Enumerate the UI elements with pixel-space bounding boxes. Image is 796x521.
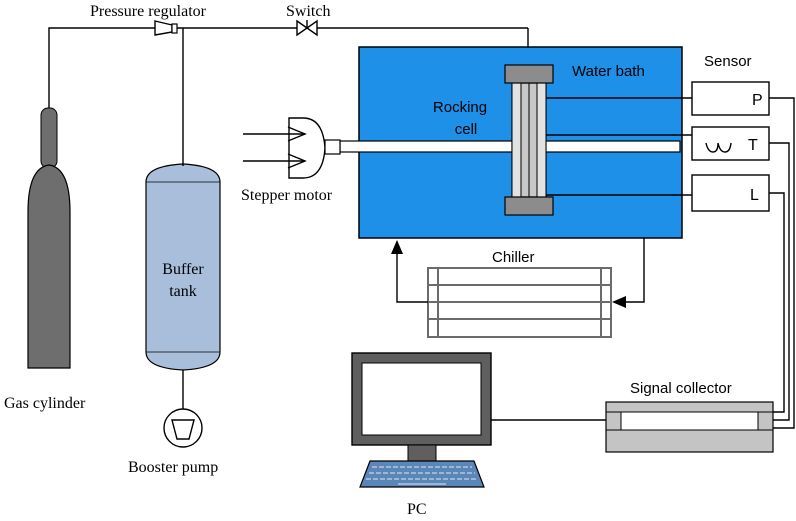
stepper-motor xyxy=(243,117,341,179)
buffer-tank-label-line1: Buffer xyxy=(162,261,204,278)
level-sensor xyxy=(691,174,770,212)
gas-cylinder-label: Gas cylinder xyxy=(4,395,86,412)
sensor-connections xyxy=(546,97,795,429)
switch-valve xyxy=(296,19,318,37)
cylinder-body xyxy=(27,164,71,369)
chiller xyxy=(427,267,612,338)
buffer-tank-label-line2: tank xyxy=(169,283,197,300)
chiller-loop xyxy=(391,238,645,308)
monitor-stand xyxy=(407,444,437,462)
rocking-shaft xyxy=(339,140,681,153)
switch-label: Switch xyxy=(286,3,330,20)
temperature-sensor-letter: T xyxy=(748,137,758,154)
temperature-sensor xyxy=(691,126,770,161)
pressure-regulator-label: Pressure regulator xyxy=(90,3,207,20)
pc-computer xyxy=(351,352,492,488)
signal-collector-label: Signal collector xyxy=(630,380,732,397)
pressure-sensor-letter: P xyxy=(752,92,763,109)
keyboard-keys xyxy=(366,466,478,485)
rocking-cell-label-line1: Rocking xyxy=(433,99,487,116)
chiller-label: Chiller xyxy=(492,249,535,266)
booster-pump xyxy=(163,408,203,448)
pressure-sensor xyxy=(691,81,770,116)
level-sensor-letter: L xyxy=(750,187,759,204)
pc-label: PC xyxy=(407,501,427,518)
rocking-cell-label-line2: cell xyxy=(455,121,478,138)
stepper-motor-label: Stepper motor xyxy=(241,187,333,204)
cylinder-valve-top xyxy=(40,107,58,169)
booster-pump-label: Booster pump xyxy=(128,459,218,476)
pressure-regulator xyxy=(154,20,178,36)
temperature-coil-icon xyxy=(705,142,732,153)
monitor-screen xyxy=(361,362,482,436)
water-bath-label: Water bath xyxy=(572,63,645,80)
signal-collector xyxy=(605,401,774,453)
gas-cylinder xyxy=(27,107,71,369)
rocking-cell xyxy=(504,64,554,216)
keyboard xyxy=(359,460,485,488)
sensor-label: Sensor xyxy=(704,53,752,70)
